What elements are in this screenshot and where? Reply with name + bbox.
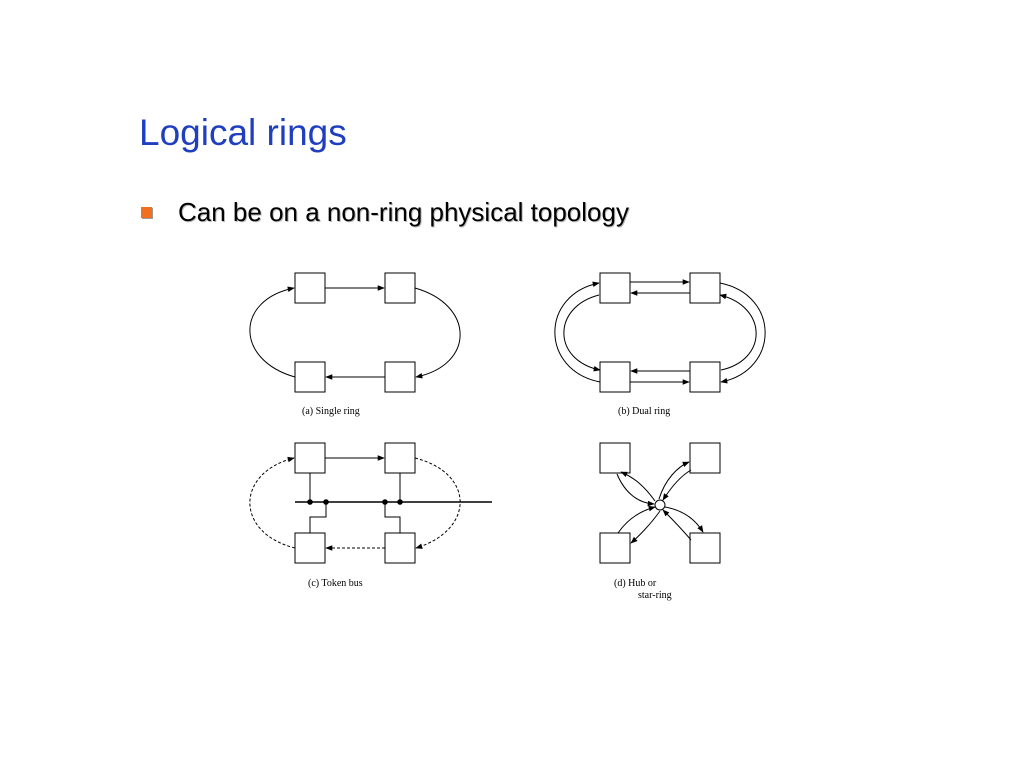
- caption-dual-ring: (b) Dual ring: [618, 406, 670, 417]
- station-node: [599, 361, 631, 393]
- station-node: [599, 442, 631, 474]
- token-bus-diagram: [249, 442, 492, 564]
- station-node: [689, 532, 721, 564]
- station-node: [294, 272, 326, 304]
- station-node: [384, 272, 416, 304]
- bus-junctions: [307, 499, 403, 505]
- caption-hub-line1: (d) Hub or: [614, 578, 657, 589]
- hub-link: [616, 473, 655, 507]
- dual-ring-diagram: [554, 272, 766, 393]
- station-node: [294, 442, 326, 474]
- caption-single-ring: (a) Single ring: [302, 406, 360, 417]
- hub-link: [662, 469, 692, 501]
- hub-link: [658, 461, 690, 500]
- station-node: [384, 532, 416, 564]
- station-node: [689, 272, 721, 304]
- bus-tap: [384, 502, 401, 533]
- outer-ring-arc: [554, 281, 601, 383]
- station-node: [384, 442, 416, 474]
- ring-arc: [249, 286, 296, 378]
- bullet-square-icon: [141, 206, 152, 218]
- star-ring-diagram: [599, 442, 721, 564]
- slide-title: Logical rings: [139, 112, 347, 153]
- hub-link: [630, 510, 661, 544]
- hub-link: [662, 509, 692, 541]
- ring-arc: [414, 287, 461, 379]
- station-node: [689, 361, 721, 393]
- inner-ring-arc: [719, 293, 757, 371]
- station-node: [294, 532, 326, 564]
- caption-hub-line2: star-ring: [638, 590, 672, 601]
- logical-ring-arc: [249, 456, 296, 549]
- station-node: [384, 361, 416, 393]
- ring-topology-figure: (a) Single ring (b) Dual ring: [240, 265, 780, 610]
- station-node: [689, 442, 721, 474]
- hub-link: [620, 471, 656, 502]
- bus-tap: [309, 502, 327, 533]
- bullet-text: Can be on a non-ring physical topology: [178, 197, 629, 227]
- single-ring-diagram: [249, 272, 461, 393]
- inner-ring-arc: [563, 294, 601, 372]
- station-node: [599, 532, 631, 564]
- hub-link: [664, 506, 704, 533]
- caption-token-bus: (c) Token bus: [308, 578, 363, 589]
- bullet-item: Can be on a non-ring physical topology: [141, 196, 629, 228]
- station-node: [599, 272, 631, 304]
- logical-ring-arc: [414, 457, 461, 549]
- station-node: [294, 361, 326, 393]
- outer-ring-arc: [719, 282, 766, 384]
- hub-node: [654, 499, 666, 511]
- topology-diagrams-svg: (a) Single ring (b) Dual ring: [249, 272, 766, 601]
- hub-link: [617, 505, 656, 534]
